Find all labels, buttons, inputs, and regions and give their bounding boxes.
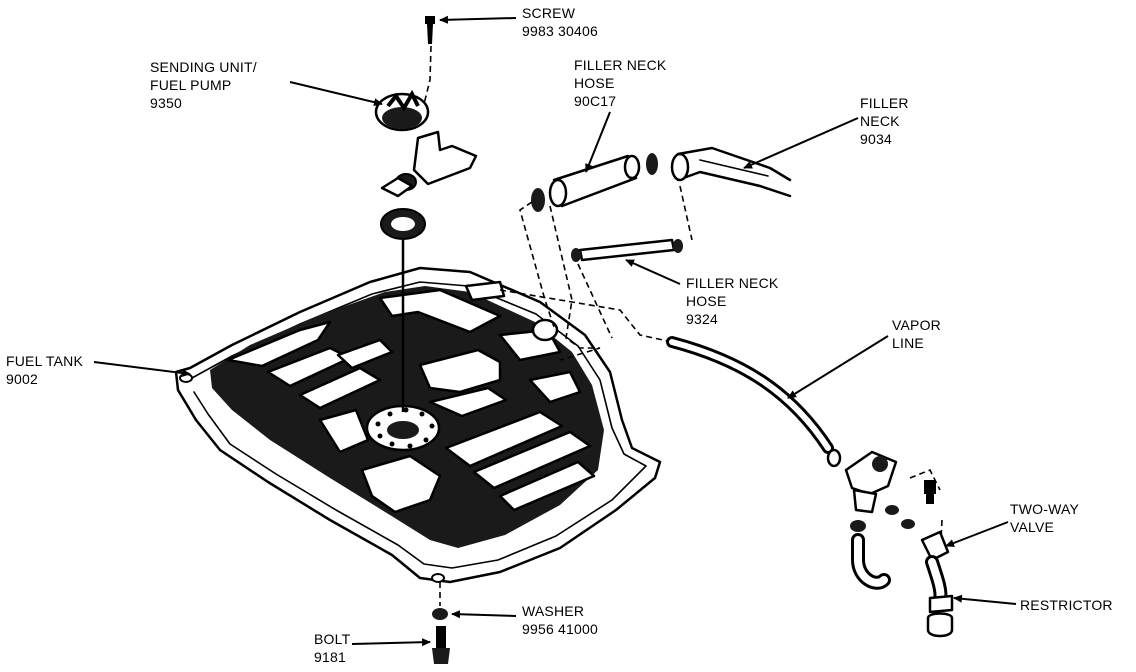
- label-sending-unit: SENDING UNIT/ FUEL PUMP 9350: [150, 58, 257, 112]
- label-filler-neck-hose-mid-number: 9324: [686, 311, 718, 327]
- label-screw-number: 9983 30406: [522, 23, 598, 39]
- label-fuel-tank-number: 9002: [6, 371, 38, 387]
- label-restrictor-name: RESTRICTOR: [1020, 597, 1113, 613]
- label-bolt: BOLT 9181: [314, 630, 350, 666]
- filler-neck-hose-9324: [571, 238, 683, 262]
- vapor-line-part: [666, 336, 842, 468]
- label-filler-neck-hose-mid-line2: HOSE: [686, 293, 727, 309]
- screw-part: [425, 16, 435, 44]
- label-filler-neck-hose-top-number: 90C17: [574, 93, 617, 109]
- label-two-way-valve: TWO-WAY VALVE: [1010, 500, 1079, 536]
- label-two-way-valve-line2: VALVE: [1010, 519, 1055, 535]
- filler-neck-hose-90c17: [531, 153, 658, 212]
- pump-seal-ring: [380, 208, 426, 240]
- washer-part: [432, 608, 448, 620]
- label-sending-unit-number: 9350: [150, 95, 182, 111]
- label-sending-unit-line1: SENDING UNIT/: [150, 59, 257, 75]
- restrictor-part: [926, 594, 954, 638]
- label-two-way-valve-line1: TWO-WAY: [1010, 501, 1080, 517]
- label-screw-name: SCREW: [522, 5, 576, 21]
- label-filler-neck-line2: NECK: [860, 113, 900, 129]
- label-filler-neck-line1: FILLER: [860, 95, 909, 111]
- fuel-tank: [174, 266, 662, 584]
- sending-unit-fuel-pump: [374, 89, 478, 198]
- label-fuel-tank: FUEL TANK 9002: [6, 352, 83, 388]
- label-vapor-line-line1: VAPOR: [892, 317, 941, 333]
- label-washer-name: WASHER: [522, 603, 585, 619]
- filler-neck: [670, 146, 792, 198]
- label-filler-neck-number: 9034: [860, 131, 892, 147]
- label-washer: WASHER 9956 41000: [522, 602, 598, 638]
- label-filler-neck-hose-top: FILLER NECK HOSE 90C17: [574, 56, 666, 110]
- label-washer-number: 9956 41000: [522, 621, 598, 637]
- two-way-valve-assembly: [844, 450, 950, 607]
- label-filler-neck-hose-mid: FILLER NECK HOSE 9324: [686, 274, 778, 328]
- bolt-part: [432, 626, 450, 664]
- leader-lines: [93, 15, 1017, 647]
- label-vapor-line-line2: LINE: [892, 335, 924, 351]
- label-filler-neck-hose-top-line1: FILLER NECK: [574, 57, 667, 73]
- label-filler-neck-hose-top-line2: HOSE: [574, 75, 615, 91]
- label-bolt-number: 9181: [314, 649, 346, 665]
- label-fuel-tank-name: FUEL TANK: [6, 353, 84, 369]
- label-filler-neck-hose-mid-line1: FILLER NECK: [686, 275, 779, 291]
- label-vapor-line: VAPOR LINE: [892, 316, 941, 352]
- label-bolt-name: BOLT: [314, 631, 351, 647]
- label-sending-unit-line2: FUEL PUMP: [150, 77, 232, 93]
- label-filler-neck: FILLER NECK 9034: [860, 94, 909, 148]
- label-restrictor: RESTRICTOR: [1020, 596, 1113, 614]
- label-screw: SCREW 9983 30406: [522, 4, 598, 40]
